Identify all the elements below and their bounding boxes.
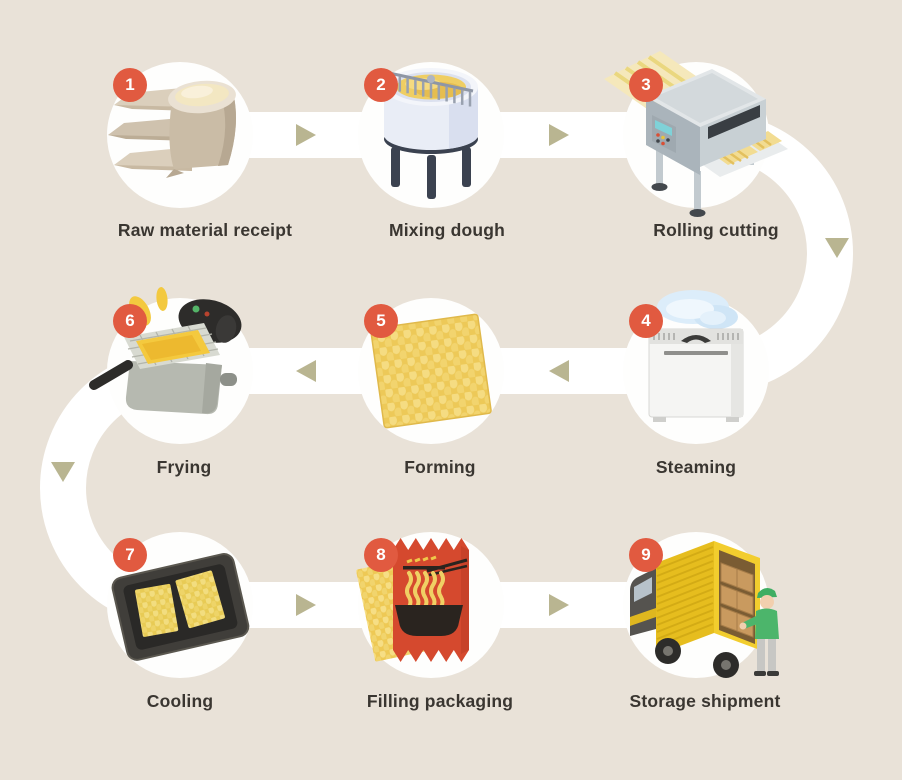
arrow-down-icon <box>825 238 849 258</box>
step-number-badge: 7 <box>113 538 147 572</box>
step-2: 2 <box>331 35 531 235</box>
step-3: 3 <box>596 35 796 235</box>
step-1: 1 <box>80 35 280 235</box>
flour-sacks-icon <box>107 62 253 208</box>
noodle-packet-icon <box>356 532 504 678</box>
step-number-badge: 6 <box>113 304 147 338</box>
step-5: 5 <box>331 271 531 471</box>
step-8: 8 <box>331 505 531 705</box>
arrow-right-icon <box>549 124 569 146</box>
arrow-right-icon <box>296 594 316 616</box>
step-number: 6 <box>125 311 135 330</box>
arrow-right-icon <box>549 594 569 616</box>
step-6: 6 <box>80 271 280 471</box>
steamer-icon <box>623 290 769 444</box>
step-9-label: Storage shipment <box>629 691 781 711</box>
step-number-badge: 3 <box>629 68 663 102</box>
step-number-badge: 8 <box>364 538 398 572</box>
arrow-left-icon <box>296 360 316 382</box>
arrow-left-icon <box>549 360 569 382</box>
step-number-badge: 9 <box>629 538 663 572</box>
step-number-badge: 4 <box>629 304 663 338</box>
step-number-badge: 2 <box>364 68 398 102</box>
step-number: 1 <box>125 75 135 94</box>
arrow-down-icon <box>51 462 75 482</box>
step-number: 2 <box>376 75 386 94</box>
step-number: 7 <box>125 545 135 564</box>
step-number-badge: 1 <box>113 68 147 102</box>
step-number: 3 <box>641 75 651 94</box>
rolling-cutting-machine-icon <box>604 51 788 217</box>
step-number: 4 <box>641 311 651 330</box>
step-9: 9 <box>596 505 796 705</box>
step-4-label: Steaming <box>655 457 737 477</box>
dough-mixer-icon <box>358 62 504 208</box>
deep-fryer-icon <box>89 287 253 444</box>
step-number: 9 <box>641 545 651 564</box>
step-number: 5 <box>376 311 386 330</box>
noodle-block-icon <box>358 298 504 444</box>
step-8-label: Filling packaging <box>366 691 514 711</box>
step-4: 4 <box>596 271 796 471</box>
step-3-label: Rolling cutting <box>653 220 779 240</box>
arrow-right-icon <box>296 124 316 146</box>
step-2-label: Mixing dough <box>388 220 506 240</box>
step-number-badge: 5 <box>364 304 398 338</box>
step-5-label: Forming <box>404 457 476 477</box>
delivery-truck-icon <box>623 532 779 678</box>
step-1-label: Raw material receipt <box>117 220 293 240</box>
step-6-label: Frying <box>156 457 212 477</box>
step-number: 8 <box>376 545 386 564</box>
step-7-label: Cooling <box>146 691 214 711</box>
step-7: 7 <box>80 505 280 705</box>
cooling-tray-icon <box>107 532 253 678</box>
